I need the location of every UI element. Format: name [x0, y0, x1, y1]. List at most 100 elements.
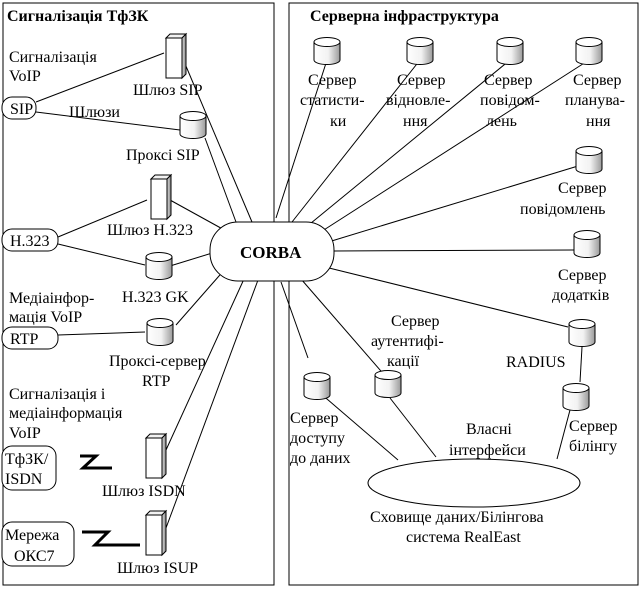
svg-text:Сервер: Сервер [558, 180, 607, 197]
svg-text:Сервер: Сервер [558, 267, 607, 284]
svg-text:ння: ння [586, 113, 611, 130]
radius-label: RADIUS [506, 354, 566, 371]
left-panel-frame [2, 2, 275, 586]
data-access-server-icon [303, 372, 331, 400]
left-panel-title: Сигналізація ТфЗК [7, 8, 149, 25]
storage-label: Сховище даних/Білінгова система RealEast [370, 509, 544, 546]
svg-text:CORBA: CORBA [240, 243, 302, 262]
sip-pill: SIP [1, 96, 37, 120]
svg-text:кації: кації [387, 353, 420, 370]
svg-text:статисти-: статисти- [300, 92, 365, 109]
svg-text:Сервер: Сервер [391, 313, 440, 330]
svg-text:SIP: SIP [10, 101, 33, 118]
svg-text:доступу: доступу [290, 430, 345, 447]
svg-text:медіаінформація: медіаінформація [9, 405, 123, 422]
connector-lines [35, 51, 590, 529]
svg-text:Медіаінфор-: Медіаінфор- [9, 290, 94, 307]
svg-text:RTP: RTP [10, 331, 38, 348]
svg-text:ТфЗК/: ТфЗК/ [5, 451, 49, 468]
svg-text:Сервер: Сервер [573, 72, 622, 89]
svg-text:H.323: H.323 [10, 233, 50, 250]
sip-gateway-label: Шлюз SIP [133, 82, 203, 99]
svg-text:Сервер: Сервер [308, 72, 357, 89]
sip-proxy-server-icon [179, 111, 207, 139]
h323-pill: H.323 [1, 228, 59, 252]
sip-gateway-box-icon [165, 33, 187, 79]
rtp-proxy-server-icon [146, 318, 174, 346]
billing-server-icon [562, 383, 590, 411]
auth-server-icon [374, 370, 402, 398]
signaling-media-label: Сигналізація і медіаінформація VoIP [9, 386, 123, 442]
messages-server-label: Сервер повідомлень [520, 180, 607, 218]
svg-text:Сервер: Сервер [397, 72, 446, 89]
h323-gk-server-icon [145, 252, 173, 280]
svg-text:відновле-: відновле- [386, 92, 450, 109]
planning-server-label: Сервер планува- ння [565, 72, 625, 130]
voip-signaling-label: Сигналізація VoIP [9, 49, 97, 85]
svg-text:інтерфейси: інтерфейси [449, 442, 526, 459]
svg-text:Сигналізація і: Сигналізація і [9, 386, 106, 403]
corba-bus: CORBA [209, 221, 335, 282]
pstn-link-zigzag [79, 454, 112, 470]
isdn-gateway-box-icon [145, 433, 167, 479]
svg-text:ки: ки [330, 113, 347, 130]
svg-text:ння: ння [403, 113, 428, 130]
isup-gateway-box-icon [145, 510, 167, 556]
statistics-server-icon [313, 37, 341, 65]
storage-ellipse [367, 458, 581, 508]
svg-text:RTP: RTP [142, 373, 170, 390]
right-panel-frame [288, 2, 639, 586]
h323-gateway-box-icon [150, 174, 172, 220]
radius-server-icon [568, 319, 596, 347]
isup-gateway-label: Шлюз ISUP [117, 560, 198, 577]
svg-text:ОКС7: ОКС7 [14, 548, 55, 565]
messages-server-icon [575, 146, 603, 174]
recovery-server-icon [406, 37, 434, 65]
svg-text:планува-: планува- [565, 92, 625, 109]
apps-server-label: Сервер додатків [552, 267, 610, 304]
svg-text:повідомлень: повідомлень [520, 201, 605, 218]
planning-server-icon [575, 37, 603, 65]
rtp-proxy-label: Проксі-сервер RTP [109, 353, 206, 390]
svg-text:Сервер: Сервер [290, 410, 339, 427]
svg-text:Сервер: Сервер [569, 418, 618, 435]
svg-text:Сховище даних/Білінгова: Сховище даних/Білінгова [370, 509, 544, 526]
svg-text:VoIP: VoIP [9, 425, 41, 442]
sip-proxy-label: Проксі SIP [126, 147, 200, 164]
messages-server-top-icon [496, 37, 524, 65]
recovery-server-label: Сервер відновле- ння [386, 72, 450, 130]
h323-gateway-label: Шлюз H.323 [107, 222, 193, 239]
svg-text:Мережа: Мережа [5, 527, 59, 544]
gateways-label: Шлюзи [69, 104, 120, 121]
svg-text:додатків: додатків [552, 287, 610, 304]
pstn-isdn-pill: ТфЗК/ ISDN [1, 445, 57, 491]
svg-text:Проксі-сервер: Проксі-сервер [109, 353, 206, 370]
svg-text:повідом-: повідом- [480, 92, 540, 109]
svg-text:ISDN: ISDN [5, 471, 43, 488]
svg-text:аутентифі-: аутентифі- [371, 333, 444, 350]
right-panel-title: Серверна інфраструктура [310, 8, 499, 25]
ss7-link-zigzag [82, 530, 140, 547]
statistics-server-label: Сервер статисти- ки [300, 72, 365, 130]
voip-media-label: Медіаінфор- мація VoIP [9, 290, 94, 326]
ss7-network-pill: Мережа ОКС7 [1, 521, 75, 567]
svg-text:лень: лень [486, 113, 517, 130]
own-interfaces-label: Власні інтерфейси [449, 421, 526, 459]
messages-server-top-label: Сервер повідом- лень [480, 72, 540, 130]
h323-gk-label: H.323 GK [122, 289, 189, 306]
svg-text:Сигналізація: Сигналізація [9, 49, 97, 66]
svg-text:до даних: до даних [290, 450, 351, 467]
svg-text:VoIP: VoIP [9, 68, 41, 85]
billing-server-label: Сервер білінгу [569, 418, 618, 455]
data-access-server-label: Сервер доступу до даних [290, 410, 351, 467]
isdn-gateway-label: Шлюз ISDN [102, 483, 186, 500]
rtp-pill: RTP [1, 326, 59, 350]
svg-text:білінгу: білінгу [569, 438, 617, 455]
svg-text:система RealEast: система RealEast [406, 529, 521, 546]
auth-server-label: Сервер аутентифі- кації [371, 313, 444, 370]
svg-text:мація VoIP: мація VoIP [9, 309, 82, 326]
apps-server-icon [573, 230, 601, 258]
svg-text:Сервер: Сервер [484, 72, 533, 89]
